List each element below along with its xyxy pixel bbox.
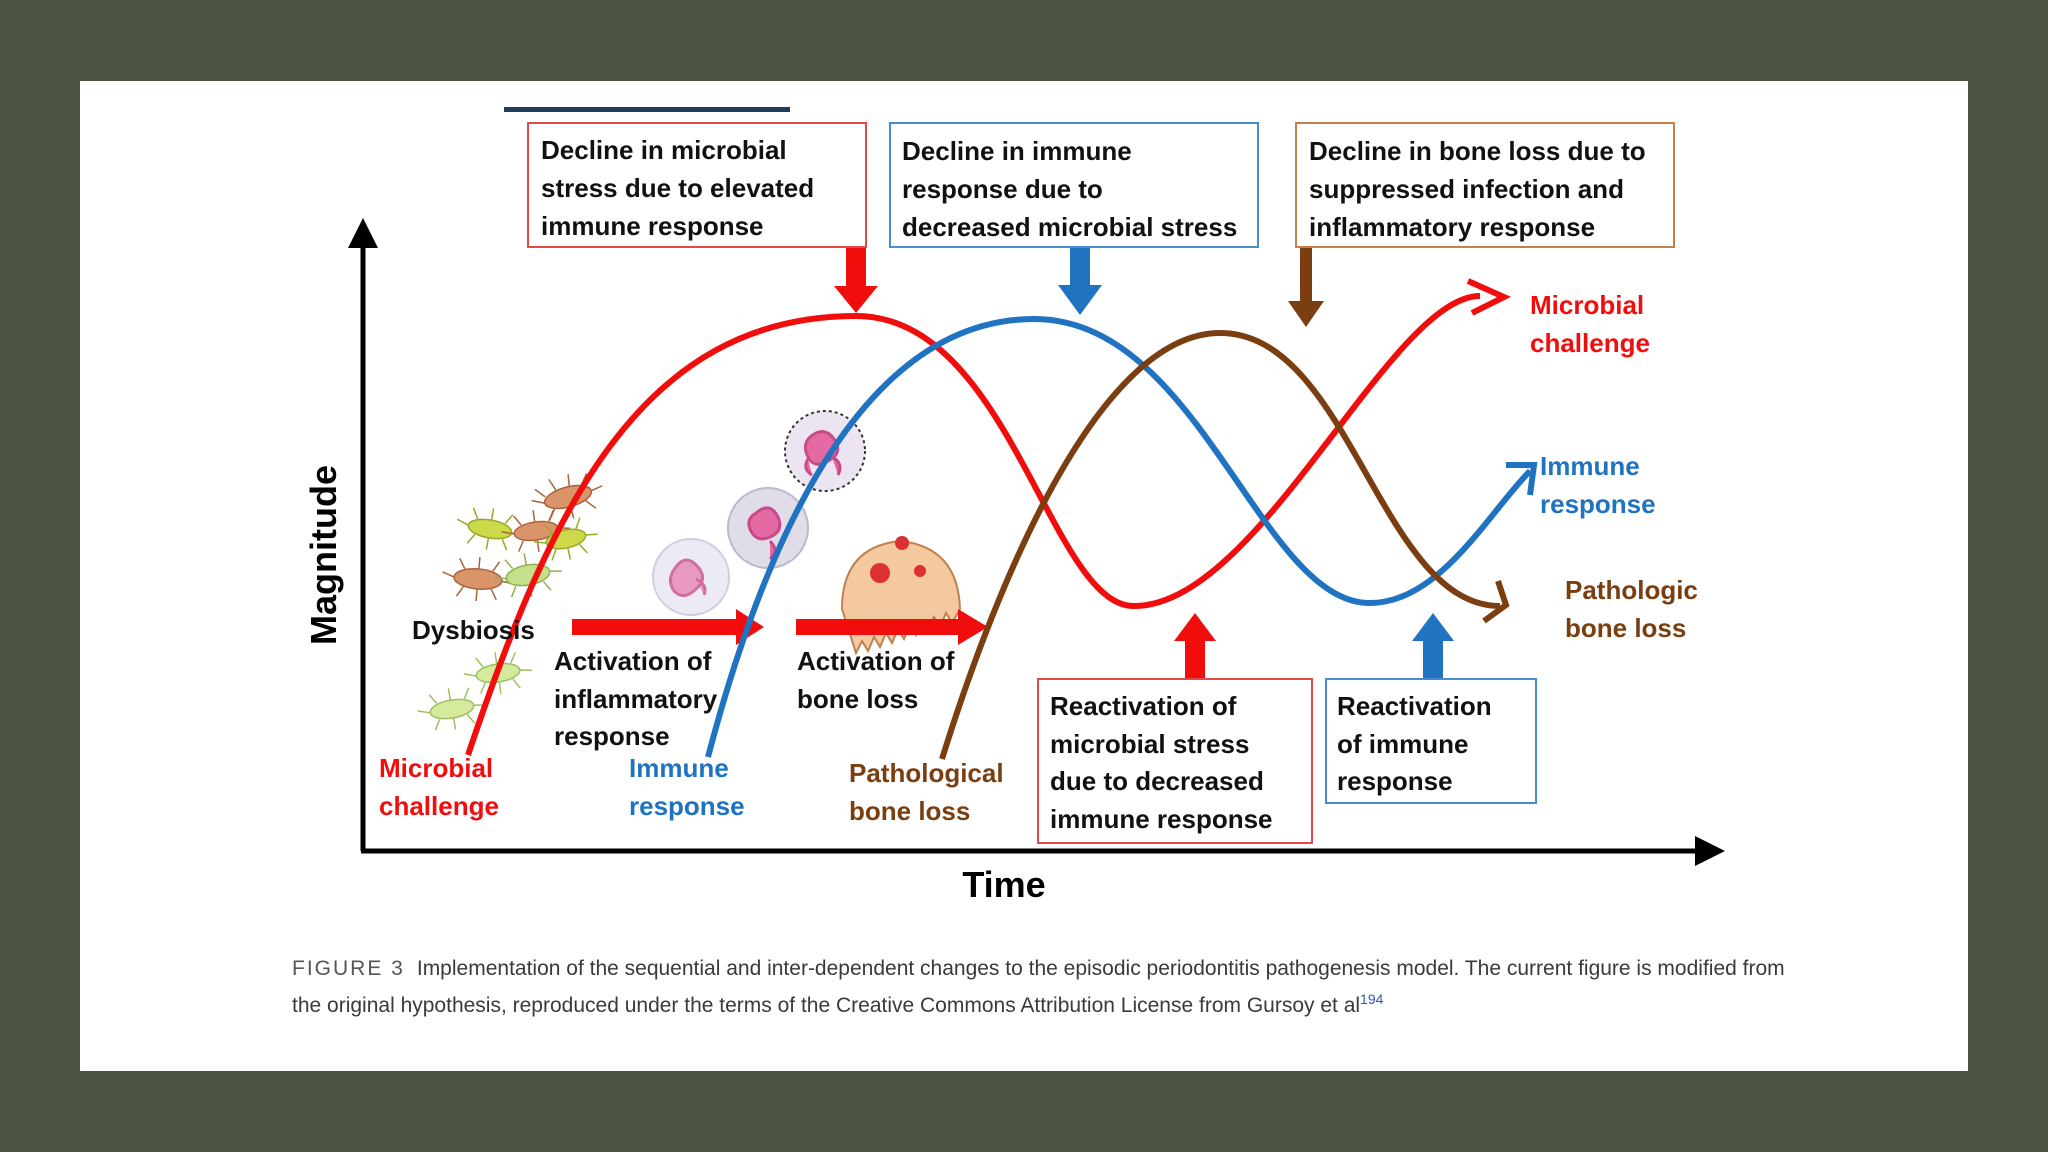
activation-inflammatory-arrow [572, 609, 764, 645]
figure-page: Magnitude Time [80, 81, 1968, 1071]
reference-link[interactable]: 194 [1360, 991, 1384, 1007]
decline-bone-down-arrow [1288, 246, 1324, 327]
immune-response-curve-arrowhead [1506, 462, 1538, 496]
activation-bone-arrow [796, 609, 988, 645]
pathogenesis-diagram: Magnitude Time [303, 107, 1725, 905]
osteoclast-cell [840, 536, 962, 656]
bacteria-illustration [417, 473, 603, 731]
x-axis-label: Time [962, 864, 1045, 905]
pathologic-bone-loss-curve-arrowhead [1482, 580, 1510, 624]
caption-text: Implementation of the sequential and int… [292, 957, 1785, 1017]
neutrophil-cell-2 [727, 487, 809, 569]
immune-response-curve [705, 315, 1533, 758]
microbial-challenge-curve [465, 293, 1481, 756]
pathologic-bone-loss-curve [939, 329, 1501, 760]
decline-immune-down-arrow [1058, 246, 1102, 315]
dysbiosis-label: Dysbiosis [412, 615, 535, 645]
microbial-challenge-curve-arrowhead [1466, 278, 1512, 316]
header-rule [504, 107, 790, 112]
neutrophil-cell-1 [652, 538, 730, 616]
figure-label: FIGURE 3 [292, 957, 405, 980]
y-axis-label: Magnitude [303, 465, 344, 645]
decline-microbial-down-arrow [834, 246, 878, 313]
